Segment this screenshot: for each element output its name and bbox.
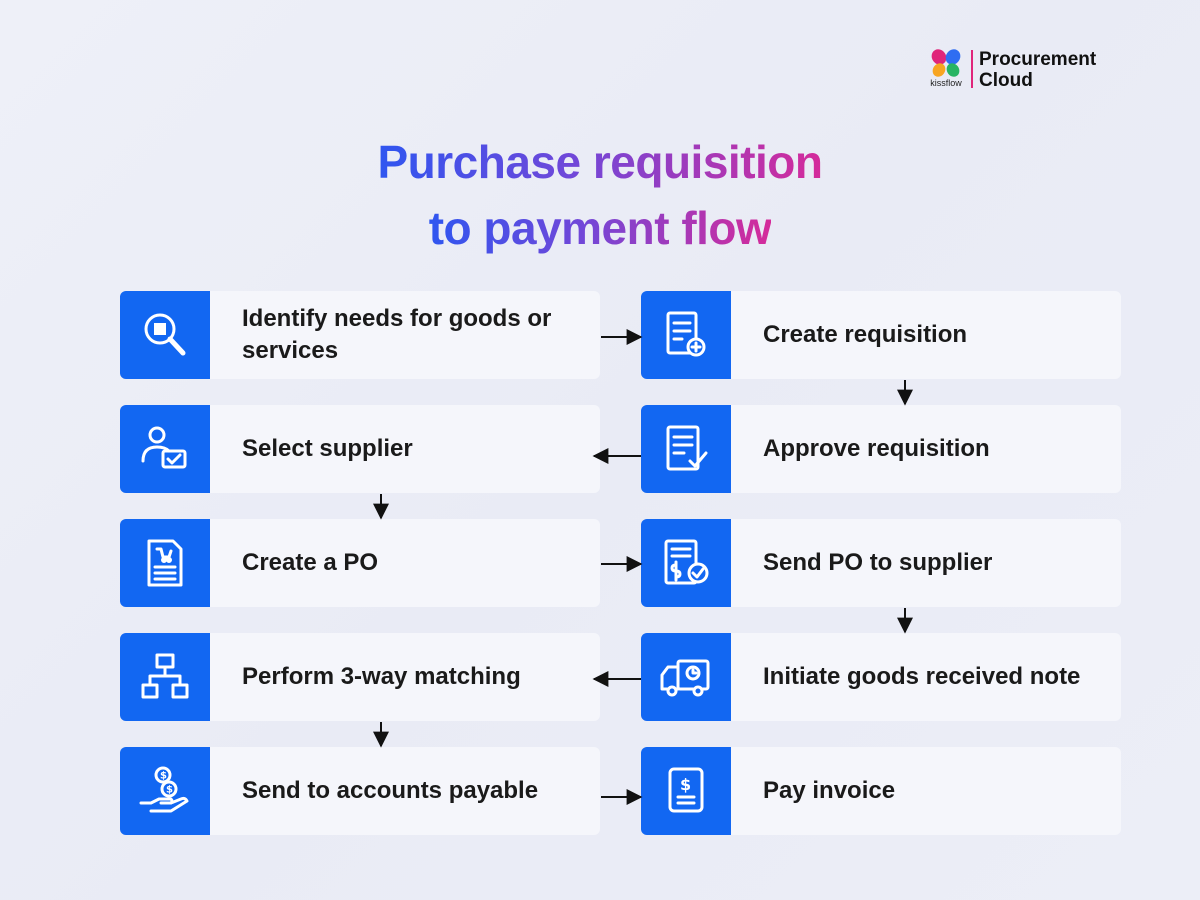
svg-text:$: $	[166, 785, 173, 796]
step-label: Pay invoice	[763, 777, 896, 804]
step-three-way-matching: Perform 3-way matching	[120, 633, 600, 721]
step-accounts-payable: $ $ Send to accounts payable	[120, 747, 600, 835]
step-label: Send PO to supplier	[763, 549, 993, 576]
hand-money-icon: $ $	[139, 766, 189, 813]
document-plus-icon	[666, 311, 706, 357]
search-box-icon	[144, 313, 186, 356]
step-label: Approve requisition	[763, 435, 990, 462]
step-create-po: Create a PO	[120, 519, 600, 607]
step-label: Initiate goods received note	[763, 663, 1081, 690]
step-label: Create requisition	[763, 321, 968, 348]
product-name-line1: Procurement	[979, 49, 1097, 70]
step-label: Send to accounts payable	[242, 777, 539, 804]
invoice-dollar-icon: $	[668, 767, 704, 813]
step-pay-invoice: $ Pay invoice	[641, 747, 1121, 835]
invoice-check-icon	[664, 539, 709, 585]
step-send-po: Send PO to supplier	[641, 519, 1121, 607]
step-label: Create a PO	[242, 549, 379, 576]
step-label: Select supplier	[242, 435, 413, 462]
page-title-line1: Purchase requisition	[377, 136, 823, 188]
purchase-order-icon	[147, 539, 183, 587]
step-label: Perform 3-way matching	[242, 663, 521, 690]
logo-wordmark: kissflow	[930, 78, 962, 88]
person-check-icon	[141, 426, 187, 469]
step-select-supplier: Select supplier	[120, 405, 600, 493]
step-approve-requisition: Approve requisition	[641, 405, 1121, 493]
hierarchy-icon	[141, 653, 189, 699]
step-label: Identify needs for goods or services	[242, 305, 552, 364]
document-check-icon	[666, 425, 708, 471]
svg-text:$: $	[680, 775, 691, 794]
step-create-requisition: Create requisition	[641, 291, 1121, 379]
step-goods-received-note: Initiate goods received note	[641, 633, 1121, 721]
svg-text:$: $	[160, 771, 167, 782]
product-name: Procurement Cloud	[979, 49, 1096, 91]
logo-divider	[971, 50, 973, 88]
product-name-line2: Cloud	[979, 70, 1033, 91]
delivery-truck-icon	[660, 659, 710, 697]
page-title-line2: to payment flow	[428, 202, 772, 254]
step-identify-needs: Identify needs for goods or services	[120, 291, 600, 379]
kissflow-logo-icon	[931, 49, 961, 77]
